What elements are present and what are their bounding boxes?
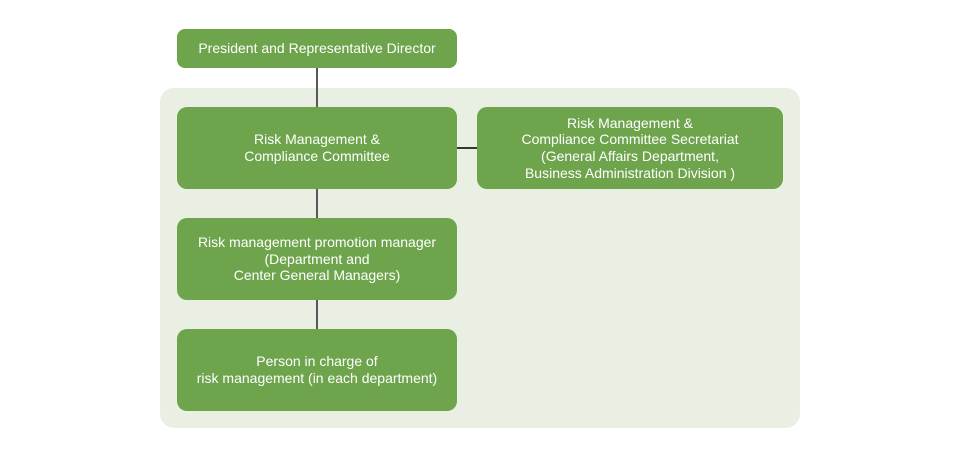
node-president: President and Representative Director <box>177 29 457 68</box>
node-risk-management-compliance-committee: Risk Management & Compliance Committee <box>177 107 457 189</box>
connector-committee-promotion <box>316 189 318 218</box>
node-committee-secretariat: Risk Management & Compliance Committee S… <box>477 107 783 189</box>
connector-president-committee <box>316 68 318 107</box>
node-risk-management-promotion-manager: Risk management promotion manager (Depar… <box>177 218 457 300</box>
node-person-in-charge: Person in charge of risk management (in … <box>177 329 457 411</box>
connector-committee-secretariat <box>457 147 477 149</box>
connector-promotion-person <box>316 300 318 329</box>
